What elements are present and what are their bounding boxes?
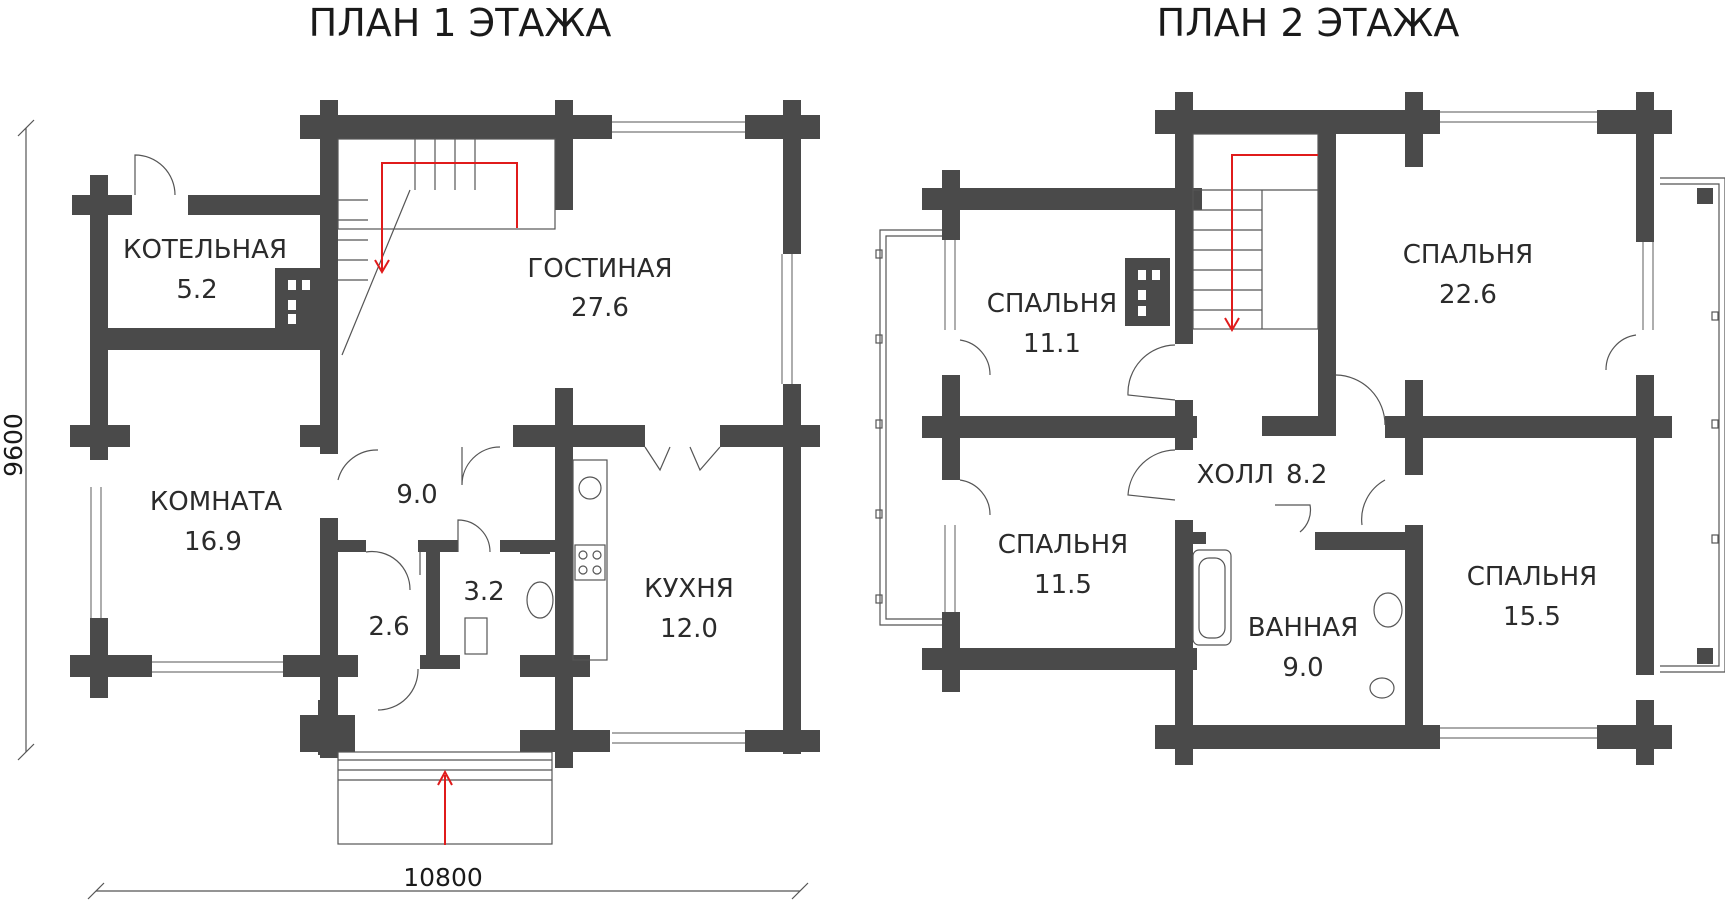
floor2-walls: [922, 92, 1672, 765]
floor1-room-kotelnaya: КОТЕЛЬНАЯ 5.2: [123, 235, 287, 305]
room-area: 15.5: [1503, 602, 1561, 632]
floor1-staircase: [337, 138, 556, 356]
room-name: СПАЛЬНЯ: [1467, 562, 1598, 592]
width-dimension-label: 10800: [403, 863, 483, 892]
floor1-room-komnata: КОМНАТА 16.9: [150, 487, 283, 557]
floor1-windows: [90, 121, 793, 744]
floor1-room-corridor: 2.6: [368, 612, 409, 642]
width-dimension: 10800: [87, 863, 809, 900]
height-dimension: 9600: [0, 119, 35, 761]
room-name: КУХНЯ: [644, 574, 734, 604]
room-name: СПАЛЬНЯ: [987, 289, 1118, 319]
floor1-kitchen-fixtures: [464, 459, 608, 661]
floor2-doors: [959, 334, 1637, 533]
floor2-balcony-left: [875, 229, 945, 626]
room-name: СПАЛЬНЯ: [1403, 240, 1534, 270]
floor2-bathroom-fixtures: [1192, 540, 1403, 699]
floor1-walls: [70, 100, 820, 768]
room-name: КОТЕЛЬНАЯ: [123, 235, 287, 265]
floor1-room-kuhnya: КУХНЯ 12.0: [644, 574, 734, 644]
room-name: ГОСТИНАЯ: [527, 254, 672, 284]
floor1-room-wc: 3.2: [463, 577, 504, 607]
height-dimension-label: 9600: [0, 413, 28, 477]
room-area: 3.2: [463, 577, 504, 607]
floor2-title: ПЛАН 2 ЭТАЖА: [1157, 1, 1460, 45]
room-area: 11.5: [1034, 570, 1092, 600]
floor2-room-spalnya-1: СПАЛЬНЯ 11.1: [987, 289, 1118, 359]
floor1-plan: КОТЕЛЬНАЯ 5.2 ГОСТИНАЯ 27.6 КОМНАТА 16.9…: [70, 100, 820, 845]
floor1-room-gostinaya: ГОСТИНАЯ 27.6: [527, 254, 672, 323]
floor2-windows: [944, 111, 1654, 739]
room-area: 9.0: [1282, 653, 1323, 683]
floor1-porch: [300, 700, 553, 845]
room-area: 11.1: [1023, 329, 1081, 359]
room-area: 16.9: [184, 527, 242, 557]
floor2-room-spalnya-2: СПАЛЬНЯ 22.6: [1403, 240, 1534, 310]
floor2-room-vannaya: ВАННАЯ 9.0: [1248, 613, 1359, 683]
room-area: 9.0: [396, 480, 437, 510]
room-name: ВАННАЯ: [1248, 613, 1359, 643]
floor2-staircase: [1192, 133, 1319, 332]
floor1-room-hall: 9.0: [396, 480, 437, 510]
room-name: СПАЛЬНЯ: [998, 530, 1129, 560]
room-area: 5.2: [176, 275, 217, 305]
room-area: 12.0: [660, 614, 718, 644]
floor2-room-spalnya-4: СПАЛЬНЯ 15.5: [1467, 562, 1598, 632]
floor2-room-spalnya-3: СПАЛЬНЯ 11.5: [998, 530, 1129, 600]
floor1-doors: [134, 154, 721, 711]
floor1-title: ПЛАН 1 ЭТАЖА: [309, 1, 612, 45]
floor2-balcony-right: [1660, 177, 1725, 673]
room-area: 22.6: [1439, 280, 1497, 310]
room-area: 2.6: [368, 612, 409, 642]
room-name: КОМНАТА: [150, 487, 283, 517]
room-area: 27.6: [571, 293, 629, 323]
